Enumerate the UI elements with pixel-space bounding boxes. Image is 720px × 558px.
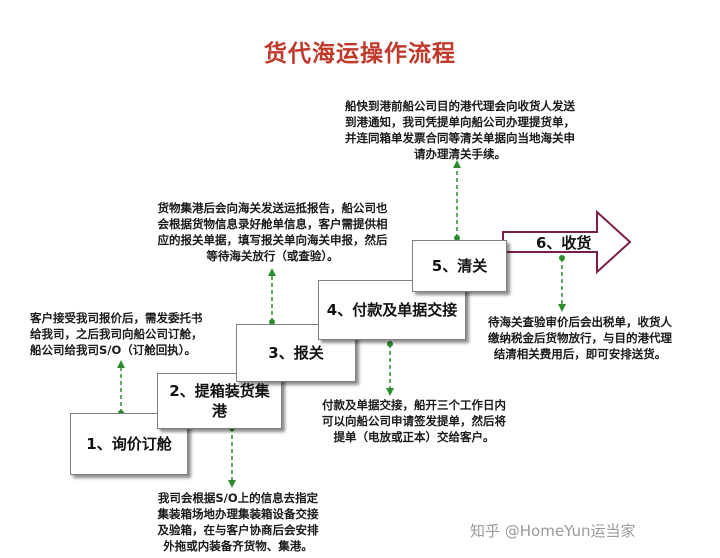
- step-1-label: 1、询价订舱: [86, 435, 172, 453]
- note-step4: 付款及单据交接，船开三个工作日内 可以向船公司申请签发提单，然后将 提单（电放或…: [322, 398, 506, 444]
- step-6-label: 6、收货: [536, 234, 592, 252]
- note-step1: 客户接受我司报价后，需发委托书 给我司，之后我司向船公司订舱， 船公司给我司S/…: [30, 311, 203, 357]
- step-2-box: 2、提箱装货集港: [157, 373, 282, 429]
- step-2-label: 2、提箱装货集港: [169, 382, 270, 420]
- step-4-label: 4、付款及单据交接: [326, 301, 458, 319]
- final-arrow-shape: [502, 209, 632, 275]
- step-3-label: 3、报关: [268, 344, 324, 362]
- note-step2: 我司会根据S/O上的信息去指定 集装箱场地办理集装箱设备交接 及验箱，在与客户协…: [157, 491, 319, 553]
- note-step6: 待海关查验审价后会出税单，收货人 缴纳税金后货物放行，与目的港代理 结清相关费用…: [488, 315, 672, 361]
- connector-step4-arrowhead: [386, 388, 394, 396]
- step-4-box: 4、付款及单据交接: [318, 280, 466, 340]
- connector-step5-arrowhead: [453, 160, 461, 168]
- page-title: 货代海运操作流程: [264, 41, 456, 67]
- connector-step6-arrowhead: [558, 304, 566, 312]
- note-step3: 货物集港后会向海关发送运抵报告，船公司也 会根据货物信息录好舱单信息，客户需提供…: [157, 201, 388, 263]
- step-5-box: 5、清关: [412, 240, 507, 292]
- connector-step3-arrowhead: [268, 268, 276, 276]
- connector-step1-arrowhead: [117, 360, 125, 368]
- step-5-label: 5、清关: [431, 257, 488, 275]
- note-step5: 船快到港前船公司目的港代理会向收货人发送 到港通知，我司凭提单向船公司办理提货单…: [345, 99, 575, 161]
- connector-step2-arrowhead: [228, 480, 236, 488]
- watermark: 知乎 @HomeYun运当家: [470, 522, 636, 540]
